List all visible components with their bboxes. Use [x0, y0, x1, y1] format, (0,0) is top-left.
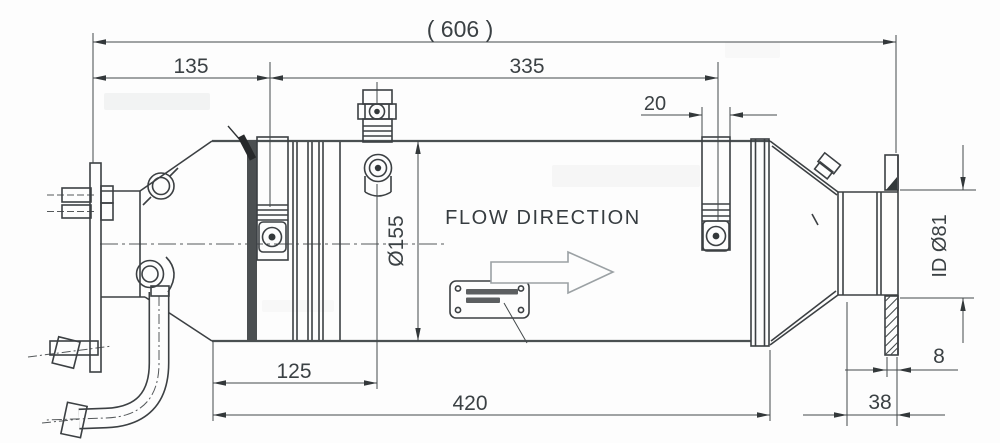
- flow-direction-label: FLOW DIRECTION: [445, 207, 641, 229]
- outlet-flange: [884, 154, 899, 355]
- sensor-boss-lower-icon: [135, 256, 175, 293]
- drain-pipe: [44, 285, 170, 439]
- band-clamp: [247, 140, 257, 341]
- outlet-bung-icon: [811, 151, 842, 226]
- outlet-pipe: [837, 191, 898, 296]
- dim-420: 420: [213, 392, 770, 418]
- mounting-bracket-top: [357, 82, 397, 143]
- body-shell: [212, 139, 770, 343]
- dim-135: 135: [93, 55, 718, 81]
- flow-arrow-icon: [490, 250, 615, 295]
- dim-8-label: 8: [933, 345, 945, 368]
- mounting-strap-right: [701, 136, 731, 252]
- dim-20: 20: [641, 93, 777, 118]
- inlet-flange: [89, 162, 102, 373]
- inlet-studs: [49, 185, 114, 370]
- dim-335: 335: [270, 55, 718, 81]
- body-seam-lines: [292, 142, 341, 340]
- weld-mark-icon: [227, 125, 257, 161]
- dim-125-label: 125: [276, 360, 311, 383]
- dim-overall-length-label: ( 606 ): [427, 16, 493, 42]
- nameplate-text-smudge: [466, 289, 518, 295]
- dim-38: 38: [803, 391, 945, 418]
- dim-38-label: 38: [868, 391, 891, 414]
- nameplate-text-smudge: [466, 297, 500, 303]
- clamp-bracket-left: [256, 136, 289, 261]
- dim-id81: ID Ø81: [929, 145, 966, 343]
- end-cap: [750, 138, 770, 347]
- dim-125: 125: [213, 360, 377, 386]
- nameplate: [449, 280, 530, 344]
- sensor-bung-upper-icon: [142, 167, 179, 206]
- dim-20-label: 20: [644, 93, 666, 115]
- dim-dia155-label: Ø155: [385, 215, 408, 266]
- dim-420-label: 420: [452, 392, 487, 415]
- dim-335-label: 335: [509, 55, 544, 78]
- dim-135-label: 135: [173, 55, 208, 78]
- outlet-cone: [769, 140, 839, 346]
- dim-overall-length: ( 606 ): [93, 16, 896, 45]
- dim-dia155: Ø155: [385, 141, 421, 341]
- gasket-hatch: [884, 295, 899, 356]
- dim-id81-label: ID Ø81: [929, 214, 951, 277]
- sensor-boss-middle-icon: [363, 153, 393, 197]
- dim-8: 8: [845, 345, 958, 373]
- scan-artifacts: [104, 42, 780, 312]
